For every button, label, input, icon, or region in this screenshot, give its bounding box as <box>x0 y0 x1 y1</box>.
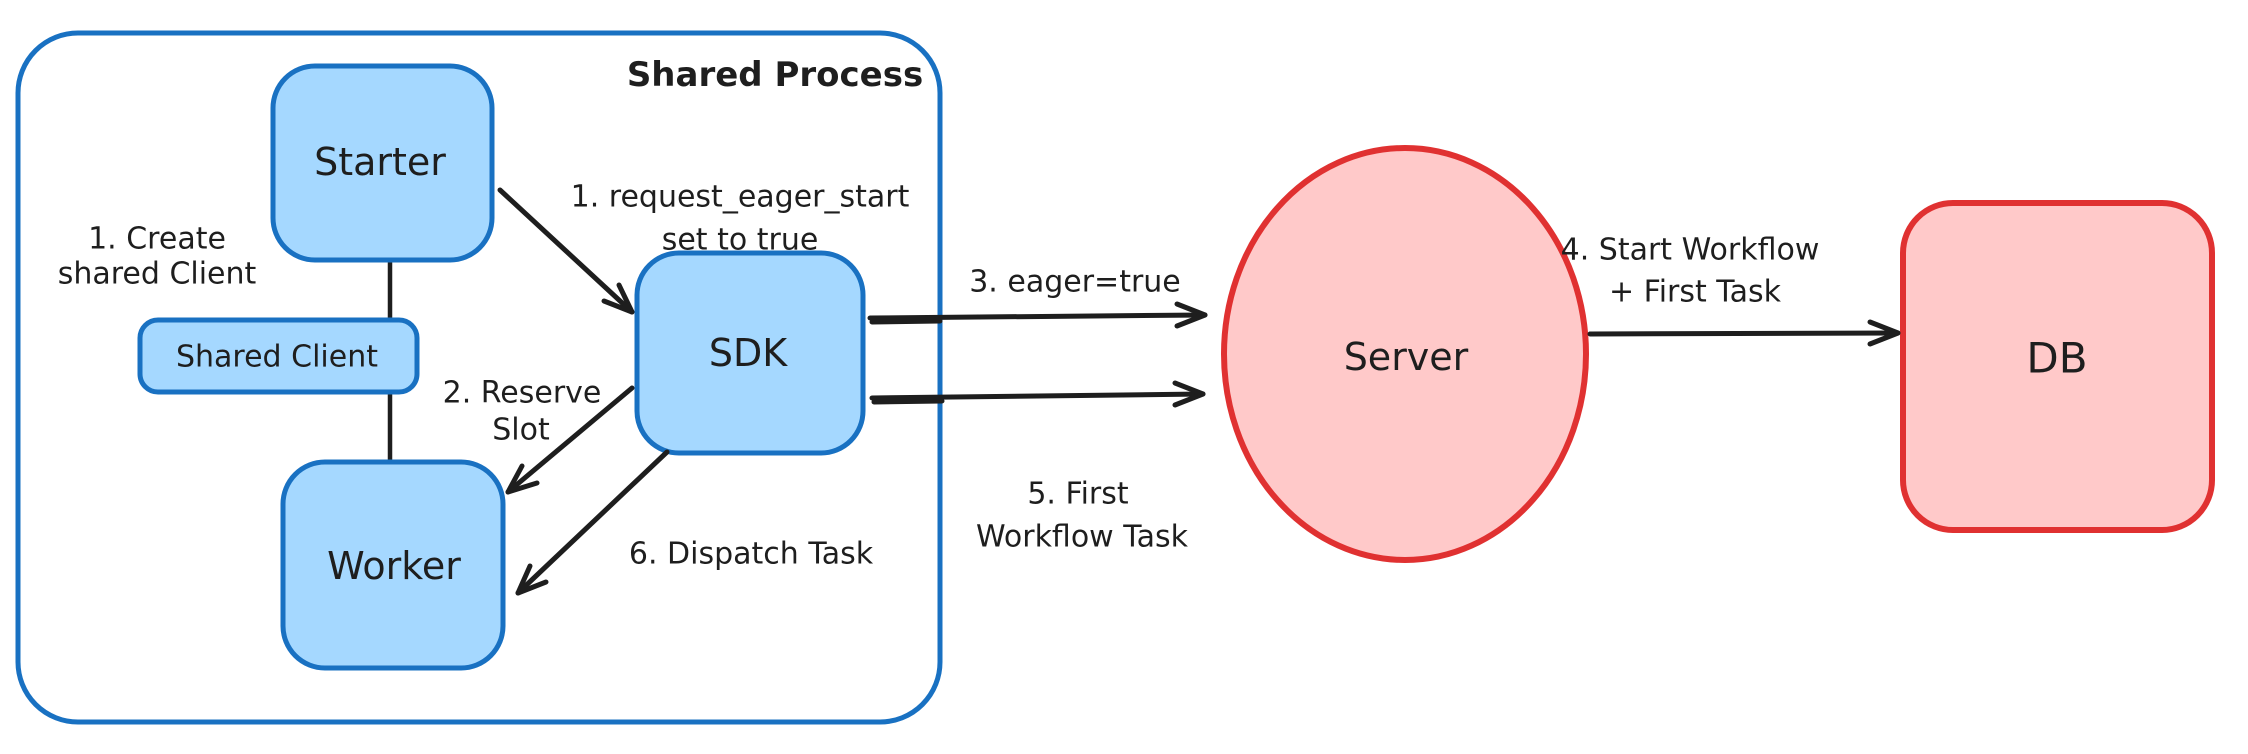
svg-text:Slot: Slot <box>492 413 550 448</box>
shared-process-label: Shared Process <box>627 55 923 95</box>
svg-text:2. Reserve: 2. Reserve <box>443 376 602 411</box>
svg-text:shared Client: shared Client <box>58 257 257 292</box>
shared-process-container <box>15 30 943 725</box>
sdk-node <box>634 250 866 456</box>
svg-text:4. Start Workflow: 4. Start Workflow <box>1561 233 1820 268</box>
sdk-label: SDK <box>709 331 788 375</box>
starter-label: Starter <box>314 140 446 184</box>
svg-text:Workflow Task: Workflow Task <box>976 520 1189 555</box>
annotation-eager-true: 3. eager=true <box>969 265 1181 300</box>
annotation-reserve-slot: 2. Reserve Slot <box>443 376 602 448</box>
annotation-dispatch-task: 6. Dispatch Task <box>629 537 874 572</box>
starter-node <box>270 63 495 263</box>
annotation-start-workflow: 4. Start Workflow + First Task <box>1561 233 1820 310</box>
svg-text:5. First: 5. First <box>1027 477 1129 512</box>
arrow-sdk-to-server-first-workflow-task <box>869 380 1206 408</box>
annotation-first-workflow-task: 5. First Workflow Task <box>976 477 1189 555</box>
arrow-sdk-to-server-eager <box>867 301 1208 329</box>
db-node <box>1900 200 2215 533</box>
arrow-sdk-to-worker-reserve-slot <box>505 385 635 495</box>
svg-text:1. request_eager_start: 1. request_eager_start <box>571 180 910 215</box>
shared-client-label: Shared Client <box>176 340 378 375</box>
server-node <box>1221 145 1589 563</box>
server-label: Server <box>1344 335 1469 379</box>
svg-text:1. Create: 1. Create <box>88 222 226 257</box>
db-label: DB <box>2026 334 2087 383</box>
arrow-server-to-db <box>1587 319 1901 347</box>
arrow-starter-to-sdk <box>497 187 635 315</box>
worker-node <box>280 459 506 671</box>
svg-text:6. Dispatch Task: 6. Dispatch Task <box>629 537 874 572</box>
worker-label: Worker <box>327 544 461 588</box>
arrow-sdk-to-worker-dispatch-task <box>515 449 670 596</box>
svg-text:set to true: set to true <box>662 223 819 258</box>
shared-client-node <box>137 317 420 395</box>
annotation-create-shared-client: 1. Create shared Client <box>58 222 257 292</box>
annotation-request-eager-start: 1. request_eager_start set to true <box>571 180 910 258</box>
svg-text:3. eager=true: 3. eager=true <box>969 265 1181 300</box>
svg-text:+ First Task: + First Task <box>1609 275 1782 310</box>
